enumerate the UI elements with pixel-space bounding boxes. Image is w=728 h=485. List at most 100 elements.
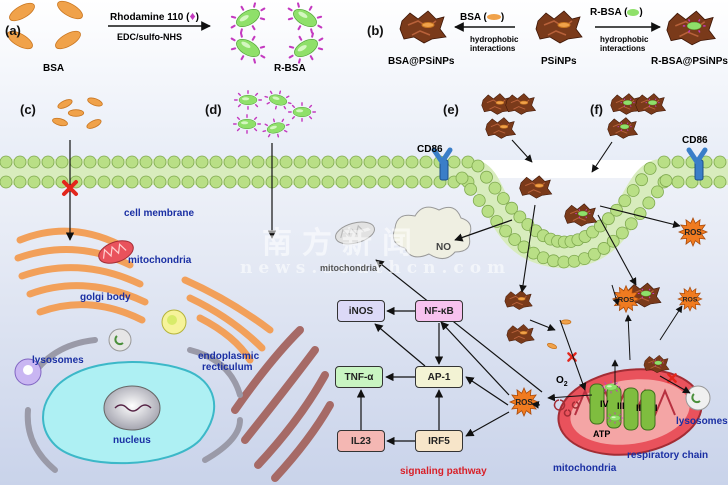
rbsa-icon xyxy=(627,8,640,16)
o2-label: O2 xyxy=(556,375,568,389)
signaling-arrow xyxy=(440,321,510,396)
complex-iii-label: III xyxy=(617,401,625,411)
complex-ii-label: II xyxy=(636,403,642,413)
rbsa-protein xyxy=(230,32,266,64)
psinp-particle xyxy=(564,203,598,227)
signaling-arrow xyxy=(465,376,509,406)
bsa-label: BSA xyxy=(43,63,65,74)
complex-iv-label: IV xyxy=(600,399,609,409)
rbsa-protein xyxy=(232,114,262,134)
psinp-particle xyxy=(506,324,535,344)
bsa-psinps-label: BSA@PSiNPs xyxy=(388,56,455,67)
bsa-protein xyxy=(86,119,102,129)
signaling-arrow xyxy=(375,259,543,393)
flow-arrow xyxy=(529,319,556,332)
rhodamine-label: Rhodamine 110 (♦) xyxy=(110,9,199,23)
panel-label-e: (e) xyxy=(443,102,459,117)
signaling-arrow xyxy=(454,219,513,242)
atp-label: ATP xyxy=(593,429,611,439)
nucleus xyxy=(24,337,243,473)
bsa-protein xyxy=(87,97,103,107)
bsa-reagent-label: BSA () xyxy=(460,12,505,23)
golgi-body xyxy=(14,227,149,324)
flow-arrow xyxy=(591,141,613,173)
flow-arrow xyxy=(559,319,587,391)
ros-label: ROS xyxy=(618,295,634,304)
irf5-box: IRF5 xyxy=(415,430,463,452)
ros-burst: ROS xyxy=(677,286,703,312)
o2-swirl xyxy=(553,399,580,417)
no-label: NO xyxy=(436,242,451,253)
mitochondria-mid-label: mitochondria xyxy=(320,263,378,273)
watermark-cn: 南方新闻 xyxy=(262,226,422,261)
ros-label: ROS xyxy=(684,228,702,237)
rbsa-protein xyxy=(606,412,624,424)
bsa-protein xyxy=(52,117,68,127)
cell-membrane xyxy=(0,155,728,269)
respiratory-chain-label: respiratory chain xyxy=(627,450,709,461)
watermark-url: news.southcn.com xyxy=(240,258,512,278)
rbsa-protein xyxy=(601,380,621,394)
er-label-line1: endoplasmic xyxy=(198,351,260,362)
ros-burst: ROS xyxy=(611,284,641,314)
rbsa-protein xyxy=(264,90,292,110)
interactions-label-2: interactions xyxy=(600,44,646,53)
ros-label: ROS xyxy=(683,297,698,304)
psinp-particle xyxy=(485,117,517,139)
psinp-particle xyxy=(519,175,553,199)
lysosome-right xyxy=(685,385,711,411)
panel-label-c: (c) xyxy=(20,102,36,117)
complex-i-label: I xyxy=(655,403,658,413)
rbsa-protein xyxy=(288,32,324,64)
interactions-label-1: interactions xyxy=(470,44,516,53)
rhodamine-icon: ♦ xyxy=(189,9,196,23)
bsa-icon xyxy=(486,14,501,21)
endoplasmic-reticulum-upper xyxy=(181,276,274,364)
psinp-particle xyxy=(535,10,583,44)
ap1-box: AP-1 xyxy=(415,366,463,388)
flow-arrow xyxy=(531,401,541,409)
flow-arrow xyxy=(547,393,593,402)
panel-label-a: (a) xyxy=(5,23,21,38)
psinps-label: PSiNPs xyxy=(541,56,577,67)
coupling-label: EDC/sulfo-NHS xyxy=(117,32,182,42)
psinp-particle xyxy=(643,354,670,374)
lysosomes-left-label: lysosomes xyxy=(32,355,84,366)
bsa-protein xyxy=(67,109,85,117)
blocked-mark xyxy=(62,180,78,196)
mitochondria-right-label: mitochondria xyxy=(553,463,617,474)
rbsa-protein xyxy=(230,2,266,34)
bsa-protein xyxy=(7,30,33,50)
lysosomes-right-label: lysosomes xyxy=(676,416,728,427)
lysosome-left xyxy=(14,309,187,386)
bsa-protein xyxy=(9,2,35,22)
cd86-label-left: CD86 xyxy=(417,144,443,155)
rbsa-label: R-BSA xyxy=(274,63,306,74)
rbsa-psinps-label: R-BSA@PSiNPs xyxy=(651,56,728,67)
psinp-particle xyxy=(399,10,447,44)
flow-arrow xyxy=(659,305,683,341)
cell-membrane-label: cell membrane xyxy=(124,208,195,219)
panel-label-b: (b) xyxy=(367,23,384,38)
flow-arrow xyxy=(511,139,533,163)
rbsa-reagent-label: R-BSA () xyxy=(590,7,643,18)
mitochondrion-left xyxy=(98,240,134,264)
psinp-particle xyxy=(505,93,537,115)
golgi-label: golgi body xyxy=(80,292,131,303)
psinp-particle xyxy=(504,290,533,310)
bsa-protein xyxy=(546,343,558,349)
flow-arrow xyxy=(611,284,620,306)
flow-arrow xyxy=(599,205,681,229)
endoplasmic-reticulum-lower xyxy=(231,326,334,482)
flow-arrow xyxy=(597,214,637,286)
hydrophobic-label-2: hydrophobic xyxy=(600,35,649,44)
bsa-protein xyxy=(57,0,83,20)
no-cloud xyxy=(392,206,472,259)
signaling-pathway-label: signaling pathway xyxy=(400,466,487,477)
mitochondrion-right xyxy=(557,368,703,456)
rbsa-protein xyxy=(262,118,290,138)
ros-label: ROS xyxy=(515,398,533,407)
mitochondria-left-label: mitochondria xyxy=(128,255,192,266)
blocked-mark xyxy=(667,373,677,383)
